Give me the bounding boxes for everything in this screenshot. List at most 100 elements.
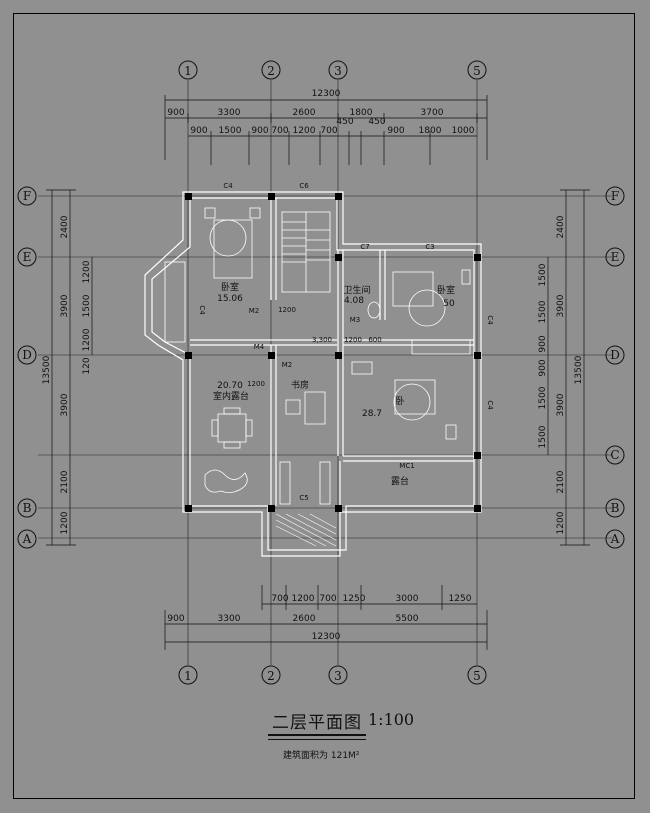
right-dim-1: 2400 xyxy=(556,215,566,238)
room-terrace-name: 室内露台 xyxy=(213,390,249,402)
tag-c7: C7 xyxy=(360,243,369,251)
bottom-dimension-lines xyxy=(164,585,488,650)
room-bedroom3-name: 卧 xyxy=(395,395,404,407)
top-subdim-5: 1200 xyxy=(293,126,316,136)
tag-3300: 3,300 xyxy=(312,336,332,344)
bottom-subdim-5: 3000 xyxy=(396,594,419,604)
entry-hatch xyxy=(275,513,337,547)
top-subdim-8: 450 xyxy=(368,117,385,127)
right-subdim-3: 900 xyxy=(538,335,548,352)
tag-c4-right1: C4 xyxy=(486,315,494,325)
right-dim-5: 1200 xyxy=(556,511,566,534)
tag-c6-top: C6 xyxy=(299,182,309,190)
axis-label-F-right: F xyxy=(611,189,619,203)
axis-label-5-bottom: 5 xyxy=(473,669,481,683)
axis-bubble-2-top xyxy=(261,60,281,80)
tag-c4-top: C4 xyxy=(223,182,233,190)
left-dim-4: 2100 xyxy=(60,470,70,493)
axis-bubble-D-left xyxy=(17,345,37,365)
room-terrace-area: 20.70 xyxy=(217,381,243,391)
left-dim-5: 1200 xyxy=(60,511,70,534)
top-dim-2: 3300 xyxy=(218,108,241,118)
right-dim-3: 3900 xyxy=(556,393,566,416)
room-bedroom2-name: 卧室 xyxy=(437,284,455,296)
room-balcony-name: 露台 xyxy=(391,475,409,487)
structural-columns xyxy=(185,193,481,512)
building-walls xyxy=(144,191,482,557)
room-bedroom3-area: 28.7 xyxy=(362,409,382,419)
axis-bubble-1-top xyxy=(178,60,198,80)
sheet-border xyxy=(13,13,635,799)
top-subdim-7: 450 xyxy=(336,117,353,127)
axis-label-F-left: F xyxy=(23,189,31,203)
title-underline-thin xyxy=(268,739,366,740)
top-subdim-10: 1800 xyxy=(419,126,442,136)
axis-label-5-top: 5 xyxy=(473,64,481,78)
axis-label-1-bottom: 1 xyxy=(184,669,192,683)
axis-bubble-1-bottom xyxy=(178,665,198,685)
tag-m3: M3 xyxy=(350,316,361,324)
right-total-dimension: 13500 xyxy=(574,355,584,384)
top-total-dimension: 12300 xyxy=(312,89,341,99)
tag-m2-b: M2 xyxy=(282,361,293,369)
axis-label-A-right: A xyxy=(610,532,620,546)
axis-bubble-B-left xyxy=(17,498,37,518)
top-subdim-1: 900 xyxy=(190,126,207,136)
tag-1200-b: 1200 xyxy=(344,336,362,344)
tag-c3: C3 xyxy=(425,243,434,251)
tag-c5: C5 xyxy=(299,494,308,502)
bottom-subdim-4: 1250 xyxy=(343,594,366,604)
left-subdim-1: 1200 xyxy=(82,260,92,283)
bottom-subdim-3: 700 xyxy=(319,594,336,604)
tag-1200-c: 1200 xyxy=(247,380,265,388)
top-subdim-11: 1000 xyxy=(452,126,475,136)
left-subdim-4: 120 xyxy=(82,357,92,374)
axis-bubble-2-bottom xyxy=(261,665,281,685)
top-dim-1: 900 xyxy=(167,108,184,118)
axis-label-E-right: E xyxy=(611,250,620,264)
axis-bubble-E-right xyxy=(605,247,625,267)
building-area-note: 建筑面积为 121M² xyxy=(283,751,360,761)
tag-1200-a: 1200 xyxy=(278,306,296,314)
bottom-dim-3: 2600 xyxy=(293,614,316,624)
right-dim-4: 2100 xyxy=(556,470,566,493)
room-bedroom2-area: 50 xyxy=(443,299,455,309)
axis-bubble-F-left xyxy=(17,186,37,206)
axis-label-C-right: C xyxy=(610,448,619,462)
bottom-dim-1: 900 xyxy=(167,614,184,624)
bottom-total-dimension: 12300 xyxy=(312,632,341,642)
bottom-dim-4: 5500 xyxy=(396,614,419,624)
bottom-subdim-2: 1200 xyxy=(292,594,315,604)
right-subdim-4: 900 xyxy=(538,359,548,376)
bottom-subdim-6: 1250 xyxy=(449,594,472,604)
top-subdim-9: 900 xyxy=(387,126,404,136)
tag-m2-a: M2 xyxy=(249,307,260,315)
axis-bubble-B-right xyxy=(605,498,625,518)
axis-label-E-left: E xyxy=(23,250,32,264)
axis-label-B-left: B xyxy=(23,501,32,515)
left-subdim-3: 1200 xyxy=(82,328,92,351)
axis-label-D-right: D xyxy=(610,348,620,362)
top-subdim-2: 1500 xyxy=(219,126,242,136)
top-dim-3: 2600 xyxy=(293,108,316,118)
axis-label-2-bottom: 2 xyxy=(267,669,275,683)
axis-grid-lines xyxy=(38,80,612,665)
axis-bubble-A-right xyxy=(605,529,625,549)
top-dim-5: 3700 xyxy=(421,108,444,118)
axis-label-3-bottom: 3 xyxy=(334,669,342,683)
axis-bubble-5-bottom xyxy=(467,665,487,685)
left-dim-3: 3900 xyxy=(60,393,70,416)
bottom-subdim-1: 700 xyxy=(271,594,288,604)
drawing-title: 二层平面图 xyxy=(272,713,362,733)
right-subdim-2: 1500 xyxy=(538,300,548,323)
axis-label-D-left: D xyxy=(22,348,32,362)
tag-c4-right2: C4 xyxy=(486,400,494,410)
bottom-dim-2: 3300 xyxy=(218,614,241,624)
axis-bubble-E-left xyxy=(17,247,37,267)
top-subdim-4: 700 xyxy=(271,126,288,136)
axis-bubble-D-right xyxy=(605,345,625,365)
right-subdim-1: 1500 xyxy=(538,263,548,286)
left-dim-2: 3900 xyxy=(60,294,70,317)
axis-label-B-right: B xyxy=(611,501,620,515)
top-dim-4: 1800 xyxy=(350,108,373,118)
